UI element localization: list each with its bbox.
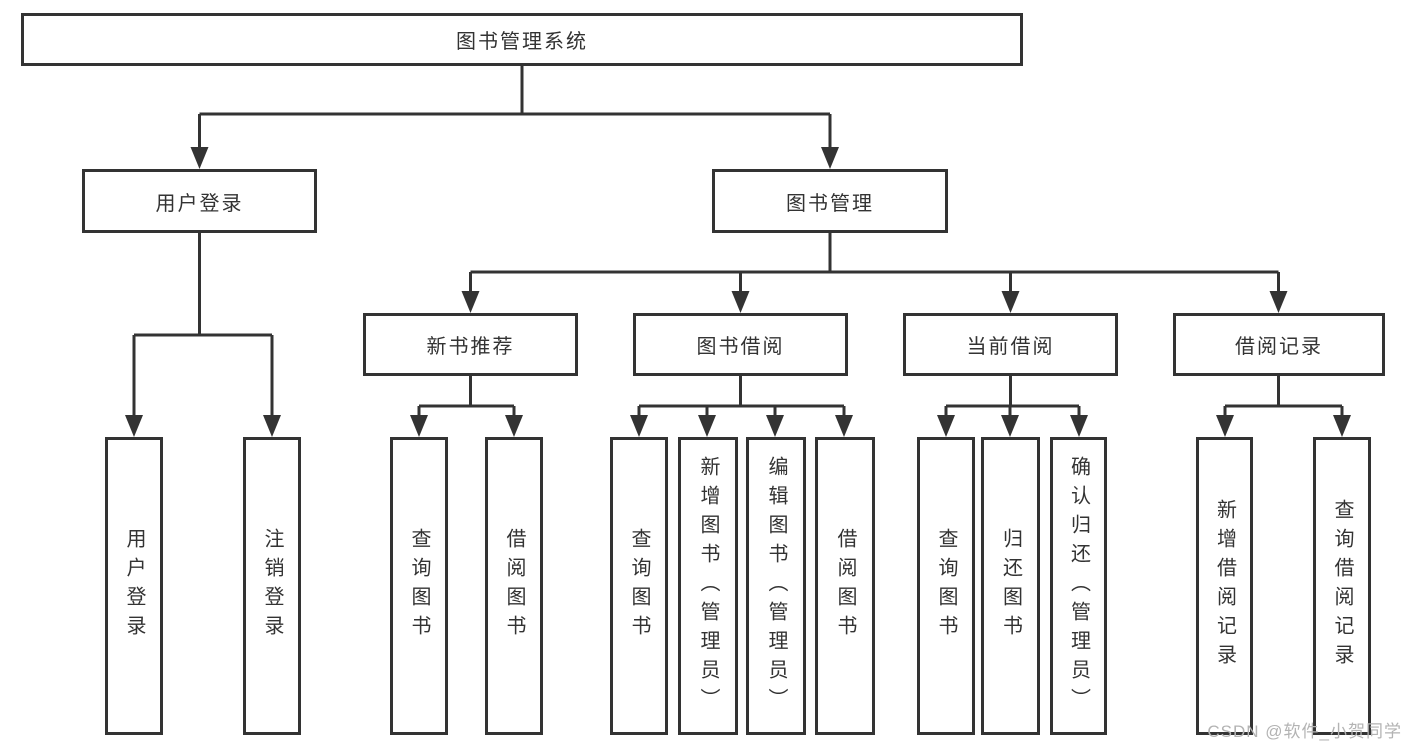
node-current-borrowing: 当前借阅 (903, 313, 1118, 376)
leaf-borrow-books: 借阅图书 (485, 437, 543, 735)
node-book-borrowing: 图书借阅 (633, 313, 848, 376)
node-label: 图书管理系统 (456, 31, 588, 53)
leaf-borrow-books: 借阅图书 (815, 437, 875, 735)
leaf-label: 查询借阅记录 (1331, 499, 1353, 673)
node-new-book-recommendation: 新书推荐 (363, 313, 578, 376)
leaf-user-login: 用户登录 (105, 437, 163, 735)
node-label: 新书推荐 (426, 336, 515, 358)
node-borrowing-records: 借阅记录 (1173, 313, 1385, 376)
leaf-label: 借阅图书 (503, 528, 525, 644)
leaf-query-books: 查询图书 (917, 437, 975, 735)
leaf-add-borrow-record: 新增借阅记录 (1196, 437, 1253, 735)
leaf-edit-books-admin: 编辑图书（管理员） (746, 437, 806, 735)
leaf-label: 新增借阅记录 (1213, 499, 1236, 673)
leaf-label: 查询图书 (935, 528, 957, 644)
node-label: 图书借阅 (696, 336, 785, 358)
leaf-label: 借阅图书 (834, 528, 856, 644)
node-user-login: 用户登录 (82, 169, 317, 233)
leaf-label: 注销登录 (261, 528, 283, 644)
leaf-query-books: 查询图书 (390, 437, 448, 735)
node-label: 用户登录 (155, 192, 244, 215)
leaf-label: 确认归还（管理员） (1067, 455, 1090, 717)
leaf-label: 归还图书 (999, 528, 1022, 644)
leaf-logout: 注销登录 (243, 437, 301, 735)
leaf-label: 查询图书 (408, 528, 430, 644)
leaf-confirm-return-admin: 确认归还（管理员） (1050, 437, 1107, 735)
leaf-query-books: 查询图书 (610, 437, 668, 735)
node-label: 图书管理 (786, 192, 874, 215)
node-library-management-system: 图书管理系统 (21, 13, 1023, 66)
leaf-add-books-admin: 新增图书（管理员） (678, 437, 738, 735)
leaf-return-books: 归还图书 (981, 437, 1040, 735)
leaf-label: 查询图书 (628, 528, 650, 644)
csdn-watermark: CSDN @软件_小贺同学 (1207, 722, 1402, 741)
leaf-label: 新增图书（管理员） (697, 455, 719, 717)
leaf-query-borrow-record: 查询借阅记录 (1313, 437, 1371, 735)
leaf-label: 编辑图书（管理员） (765, 455, 787, 717)
node-label: 当前借阅 (966, 336, 1055, 358)
node-book-management: 图书管理 (712, 169, 948, 233)
node-label: 借阅记录 (1235, 336, 1323, 358)
leaf-label: 用户登录 (123, 528, 145, 644)
